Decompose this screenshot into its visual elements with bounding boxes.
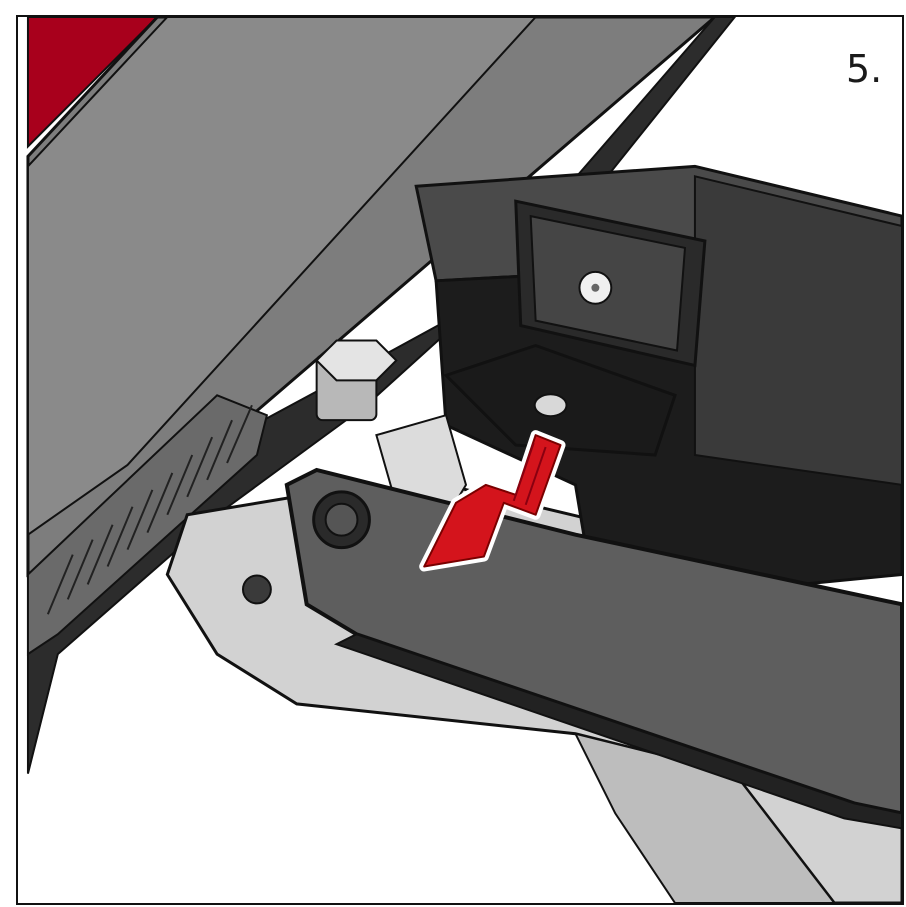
arrow-down-left-icon xyxy=(419,430,566,572)
swing-arm-edge xyxy=(333,633,902,830)
inner-bolt-center xyxy=(591,283,600,292)
bracket-hole xyxy=(241,574,272,605)
red-panel xyxy=(26,17,159,149)
tube-end-face xyxy=(693,175,902,486)
illustration-frame: 5. xyxy=(16,15,904,905)
assembly-illustration xyxy=(26,17,902,903)
socket-bolt-head xyxy=(324,502,359,537)
frame-beam-face xyxy=(26,17,538,537)
lower-bolt xyxy=(533,393,568,418)
step-number: 5. xyxy=(846,47,883,91)
tension-spring xyxy=(26,394,269,656)
hex-bolt xyxy=(315,339,398,422)
